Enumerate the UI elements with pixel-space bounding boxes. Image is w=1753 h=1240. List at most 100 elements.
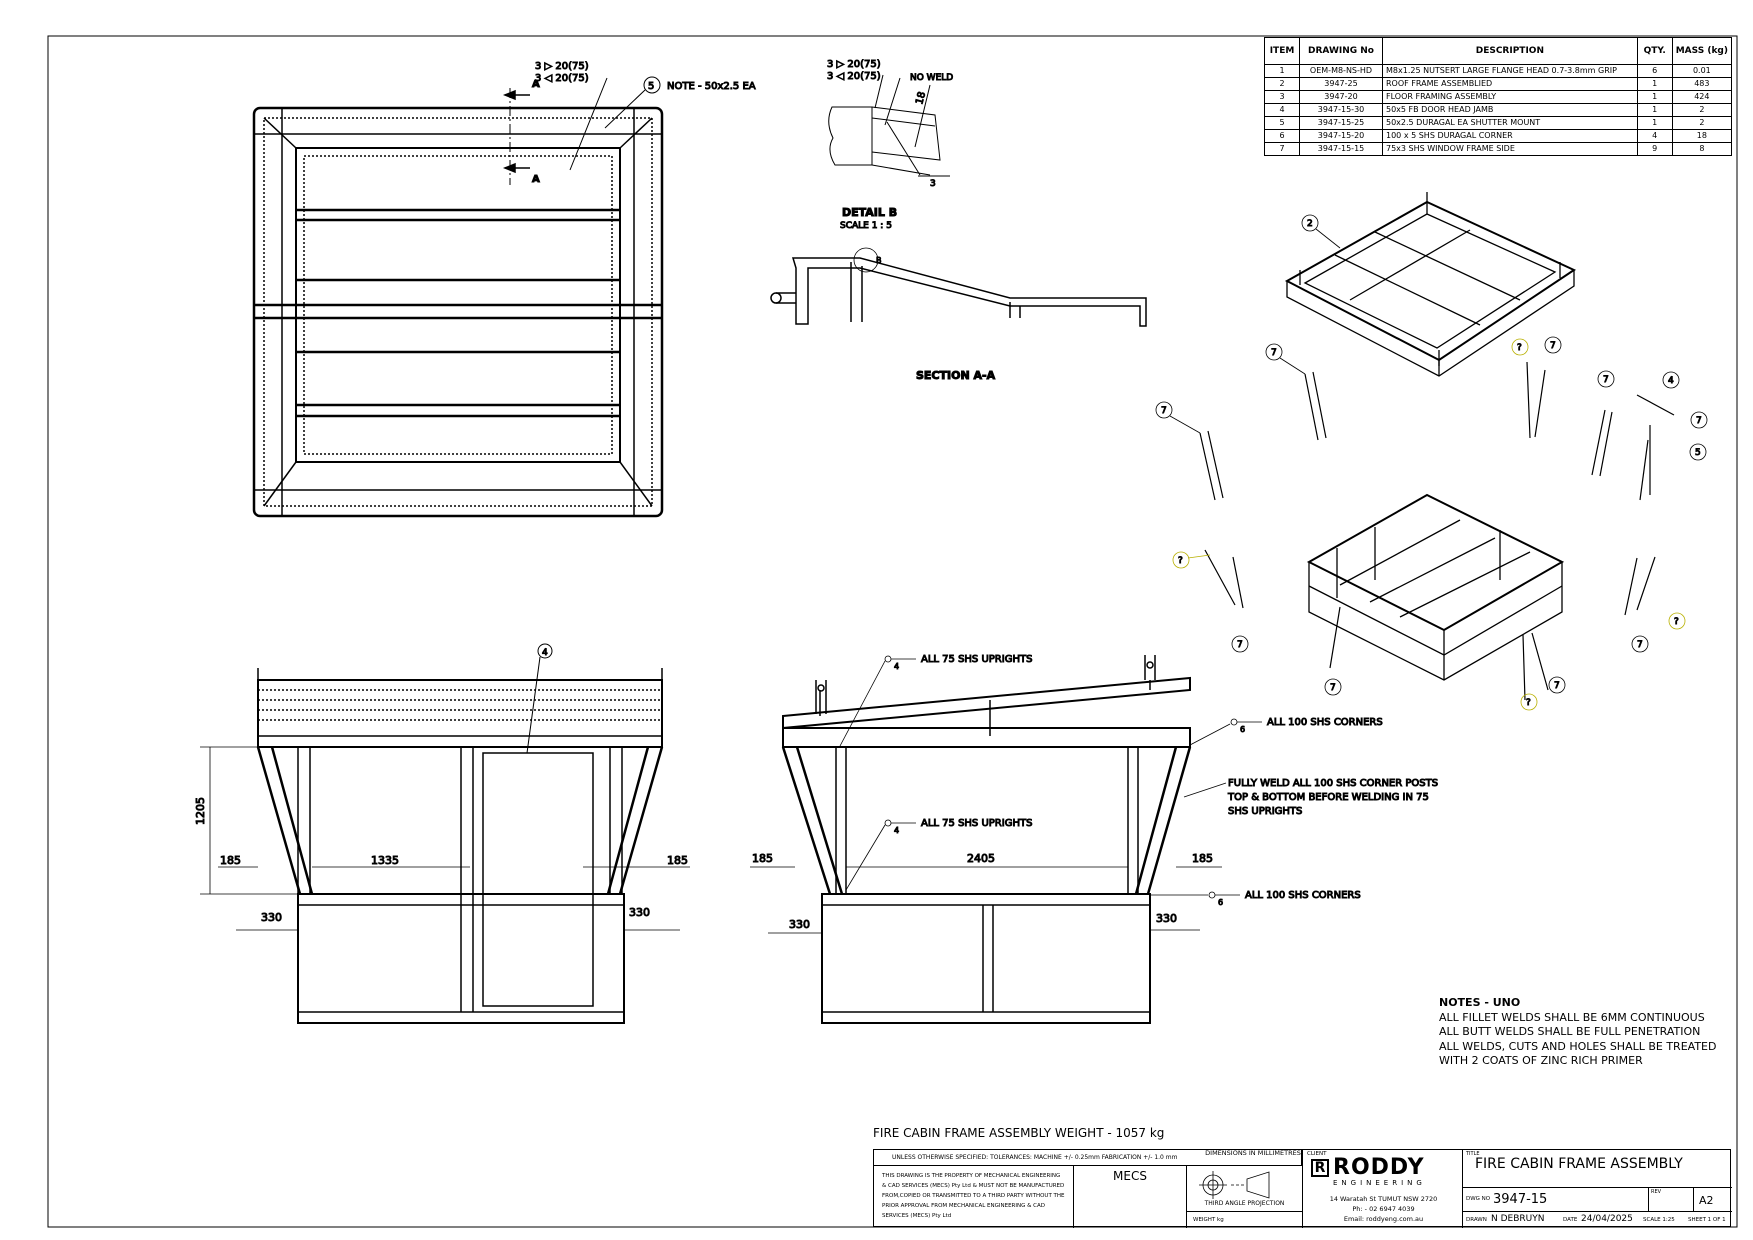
bom-cell-description: 50x5 FB DOOR HEAD JAMB: [1382, 103, 1638, 117]
client-subtitle: ENGINEERING: [1333, 1179, 1426, 1187]
bom-header-drawing-no: DRAWING No: [1299, 37, 1383, 65]
bom-cell-qty: 9: [1636, 142, 1673, 156]
loose-members-iso: [1199, 361, 1675, 701]
shutter-note: NOTE - 50x2.5 EA: [667, 81, 756, 92]
client-address: 14 Waratah St TUMUT NSW 2720: [1329, 1195, 1438, 1203]
side-dim-left-base: 330: [789, 918, 810, 931]
bom-cell-qty: 6: [1636, 64, 1673, 78]
iso-balloon-7: 7: [1550, 341, 1556, 351]
weld-label-uprights-top: ALL 75 SHS UPRIGHTS: [921, 654, 1032, 665]
date-label: DATE: [1563, 1217, 1578, 1223]
rev-label: REV: [1648, 1188, 1694, 1212]
top-plan-view: [252, 76, 664, 518]
weld-label-corners-bottom: ALL 100 SHS CORNERS: [1245, 890, 1361, 901]
bom-cell-mass: 424: [1671, 90, 1733, 104]
iso-balloon-7: 7: [1554, 681, 1560, 691]
drawing-date: 24/04/2025: [1581, 1214, 1633, 1224]
property-notice: THIS DRAWING IS THE PROPERTY OF MECHANIC…: [874, 1166, 1074, 1228]
title-field: TITLE FIRE CABIN FRAME ASSEMBLY: [1463, 1150, 1732, 1188]
iso-balloon-unknown: ?: [1517, 343, 1522, 353]
side-elevation-view: [750, 655, 1262, 1024]
bom-cell-item: 3: [1264, 90, 1300, 104]
bom-cell-mass: 0.01: [1671, 64, 1733, 78]
detail-b-view: [828, 74, 950, 177]
title-label: TITLE: [1466, 1151, 1480, 1157]
weld-size-uprights-mid: 4: [894, 826, 899, 835]
detail-weld-bottom: 3 ◁ 20(75): [827, 71, 881, 82]
notes-title: NOTES - UNO: [1439, 996, 1521, 1009]
iso-balloon-2: 2: [1307, 219, 1313, 229]
drawn-by: N DEBRUYN: [1491, 1214, 1545, 1224]
bom-cell-drawing-no: 3947-15-15: [1299, 142, 1383, 156]
iso-balloon-7: 7: [1271, 348, 1277, 358]
bom-cell-item: 4: [1264, 103, 1300, 117]
bom-cell-item: 7: [1264, 142, 1300, 156]
bom-header-row: ITEM DRAWING No DESCRIPTION QTY. MASS (k…: [1264, 37, 1733, 65]
roof-frame-iso: [1284, 192, 1577, 377]
client-email: Email: roddyeng.com.au: [1343, 1215, 1424, 1223]
client-label: CLIENT: [1307, 1151, 1327, 1157]
side-dim-left-offset: 185: [752, 852, 773, 865]
bom-header-mass: MASS (kg): [1671, 37, 1733, 65]
iso-balloon-7: 7: [1603, 375, 1609, 385]
drawing-title: FIRE CABIN FRAME ASSEMBLY: [1475, 1156, 1683, 1172]
drawn-row: DRAWN N DEBRUYN DATE 24/04/2025 SCALE 1:…: [1463, 1212, 1732, 1228]
dwg-number: 3947-15: [1493, 1192, 1548, 1207]
bom-cell-mass: 2: [1671, 103, 1733, 117]
bom-cell-drawing-no: OEM-M8-NS-HD: [1299, 64, 1383, 78]
client-name: RODDY: [1333, 1155, 1425, 1180]
weld-size-corners-top: 6: [1240, 725, 1245, 734]
mecs-label: MECS: [1074, 1166, 1187, 1228]
note-line: WITH 2 COATS OF ZINC RICH PRIMER: [1439, 1054, 1643, 1067]
weld-size-uprights-top: 4: [894, 662, 899, 671]
side-dim-width-2405: 2405: [967, 852, 995, 865]
client-phone: Ph: - 02 6947 4039: [1352, 1205, 1415, 1213]
weight-field: WEIGHT kg: [1193, 1217, 1224, 1223]
floor-frame-iso: [1306, 493, 1565, 681]
weld-symbol-bottom: 3 ◁ 20(75): [535, 73, 589, 84]
section-letter-top: A: [532, 79, 540, 90]
dimensions-unit: DIMENSIONS IN MILLIMETRES: [1205, 1149, 1301, 1157]
section-a-a-view: [770, 247, 1147, 327]
detail-weld-top: 3 ▷ 20(75): [827, 59, 881, 70]
bom-cell-qty: 1: [1636, 103, 1673, 117]
iso-balloon-unknown: ?: [1674, 617, 1679, 627]
detail-weld-size: 3: [930, 179, 936, 189]
detail-dim-18: 18: [914, 91, 928, 106]
weld-label-uprights-mid: ALL 75 SHS UPRIGHTS: [921, 818, 1032, 829]
bom-cell-drawing-no: 3947-15-30: [1299, 103, 1383, 117]
iso-balloon-unknown: ?: [1178, 556, 1183, 566]
drawn-label: DRAWN: [1466, 1217, 1487, 1223]
bom-header-qty: QTY.: [1636, 37, 1673, 65]
note-line: ALL WELDS, CUTS AND HOLES SHALL BE TREAT…: [1439, 1039, 1717, 1053]
corner-note-line-1: FULLY WELD ALL 100 SHS CORNER POSTS: [1228, 778, 1438, 789]
bom-cell-drawing-no: 3947-15-20: [1299, 129, 1383, 143]
bom-cell-mass: 18: [1671, 129, 1733, 143]
iso-balloon-7: 7: [1161, 406, 1167, 416]
dim-height-1205: 1205: [194, 797, 207, 825]
iso-balloon-unknown: ?: [1526, 698, 1531, 708]
bom-cell-item: 5: [1264, 116, 1300, 130]
weld-size-corners-bottom: 6: [1218, 898, 1223, 907]
sheet-border: [47, 35, 1738, 1228]
iso-balloon-7: 7: [1637, 640, 1643, 650]
client-logo-icon: R: [1311, 1159, 1329, 1177]
tolerances: UNLESS OTHERWISE SPECIFIED: TOLERANCES: …: [874, 1150, 1302, 1166]
detail-b-scale: SCALE 1 : 5: [840, 221, 892, 231]
bom-cell-description: 50x2.5 DURAGAL EA SHUTTER MOUNT: [1382, 116, 1638, 130]
balloon-4: 4: [542, 648, 548, 658]
bom-cell-qty: 1: [1636, 116, 1673, 130]
corner-note-line-2: TOP & BOTTOM BEFORE WELDING IN 75: [1227, 792, 1429, 803]
corner-note-line-3: SHS UPRIGHTS: [1228, 806, 1302, 817]
bom-cell-qty: 1: [1636, 77, 1673, 91]
bom-cell-mass: 8: [1671, 142, 1733, 156]
note-line: ALL BUTT WELDS SHALL BE FULL PENETRATION: [1439, 1025, 1701, 1038]
